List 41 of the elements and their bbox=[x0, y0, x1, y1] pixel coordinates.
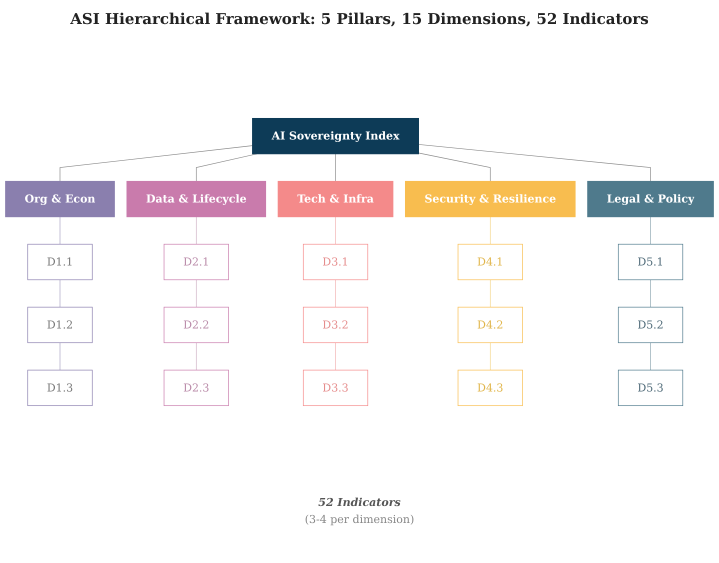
connector bbox=[490, 216, 491, 245]
node-box: D5.2 bbox=[618, 306, 684, 344]
node-box: D4.2 bbox=[458, 306, 523, 344]
node-box: D3.1 bbox=[302, 244, 368, 280]
node-box: D1.1 bbox=[27, 244, 93, 280]
node-box: D2.2 bbox=[164, 306, 229, 344]
node-box: Legal & Policy bbox=[587, 180, 714, 218]
connector bbox=[650, 216, 651, 245]
node-box: Data & Lifecycle bbox=[126, 180, 266, 218]
connector bbox=[650, 279, 651, 308]
summary-note: 52 Indicators bbox=[317, 496, 402, 509]
node-box: Tech & Infra bbox=[278, 180, 394, 218]
connector bbox=[196, 279, 197, 308]
connector bbox=[418, 152, 491, 182]
node-box: AI Sovereignty Index bbox=[252, 118, 419, 154]
connector bbox=[650, 342, 651, 370]
node-box: D2.1 bbox=[164, 244, 229, 280]
connector bbox=[196, 342, 197, 370]
connector bbox=[335, 216, 336, 245]
node-box: Security & Resilience bbox=[404, 180, 576, 218]
node-box: D4.1 bbox=[458, 244, 523, 280]
node-box: D5.3 bbox=[618, 370, 684, 406]
connector bbox=[490, 342, 491, 370]
node-box: D3.2 bbox=[302, 306, 368, 344]
node-box: D1.2 bbox=[27, 306, 93, 344]
connector bbox=[335, 154, 336, 182]
node-box: D4.3 bbox=[458, 370, 523, 406]
node-box: D1.3 bbox=[27, 370, 93, 406]
connector bbox=[490, 279, 491, 308]
connector bbox=[335, 279, 336, 308]
connector bbox=[196, 216, 197, 245]
connector bbox=[418, 144, 651, 182]
node-box: D5.1 bbox=[618, 244, 684, 280]
connector bbox=[335, 342, 336, 370]
diagram-title: ASI Hierarchical Framework: 5 Pillars, 15 Dimensions, 52 Indicators bbox=[69, 10, 650, 28]
node-box: D3.3 bbox=[302, 370, 368, 406]
node-box: Org & Econ bbox=[5, 180, 115, 218]
connector bbox=[196, 154, 258, 182]
node-box: D2.3 bbox=[164, 370, 229, 406]
note: (3-4 per dimension) bbox=[304, 513, 416, 526]
connector bbox=[60, 145, 253, 182]
